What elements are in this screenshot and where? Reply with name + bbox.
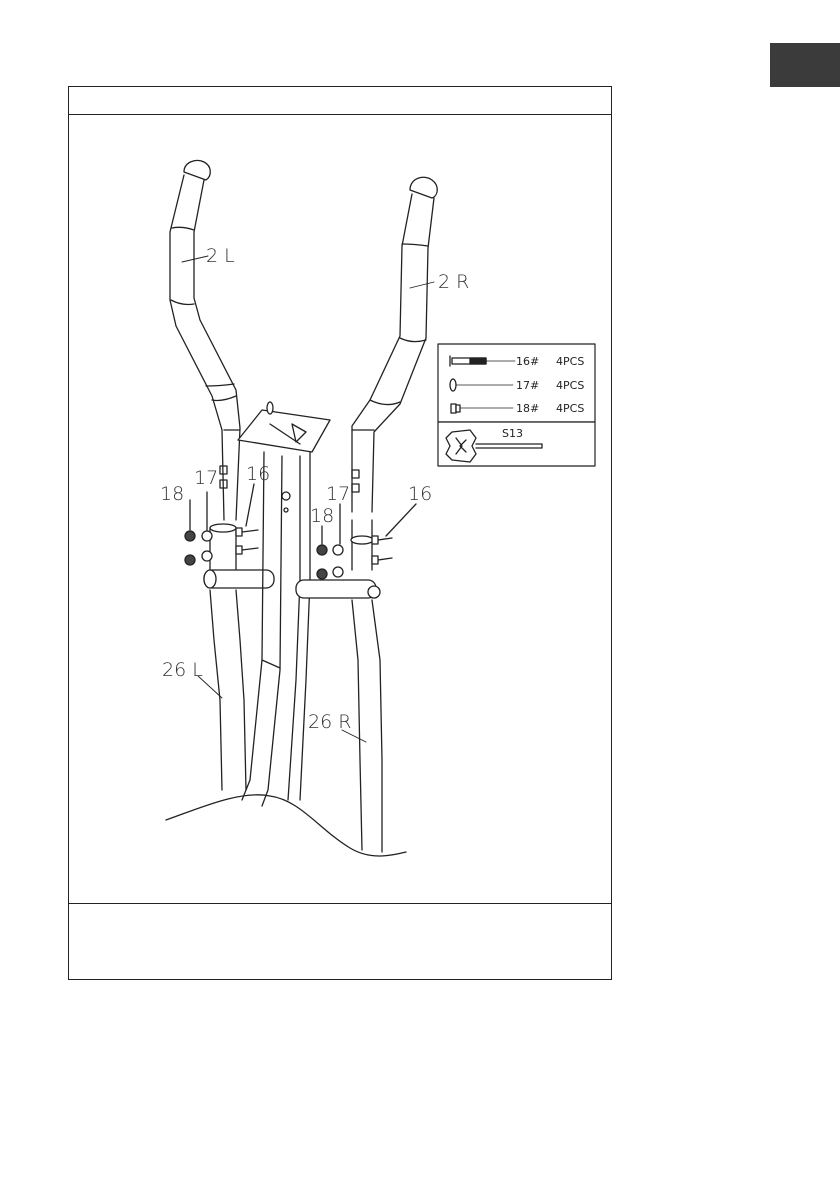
legend-qty-18: 4PCS — [556, 402, 584, 415]
label-washer-left: 17 — [194, 467, 218, 489]
legend-part-17: 17# — [516, 379, 539, 392]
legend-part-16: 16# — [516, 355, 539, 368]
leader-lines — [182, 256, 434, 742]
handlebar-right — [352, 177, 437, 512]
legend-part-18: 18# — [516, 402, 539, 415]
legend-qty-16: 4PCS — [556, 355, 584, 368]
legend-tool-label: S13 — [502, 427, 523, 440]
label-nut-right: 18 — [310, 505, 334, 527]
label-washer-right: 17 — [326, 483, 350, 505]
label-nut-left: 18 — [160, 483, 184, 505]
label-upright-left: 26 L — [162, 659, 203, 681]
legend-qty-17: 4PCS — [556, 379, 584, 392]
ground-outline — [166, 795, 406, 856]
label-handlebar-left: 2 L — [206, 245, 235, 267]
label-bolt-right: 16 — [408, 483, 432, 505]
label-handlebar-right: 2 R — [438, 271, 469, 293]
label-upright-right: 26 R — [308, 711, 351, 733]
label-bolt-left: 16 — [246, 463, 270, 485]
